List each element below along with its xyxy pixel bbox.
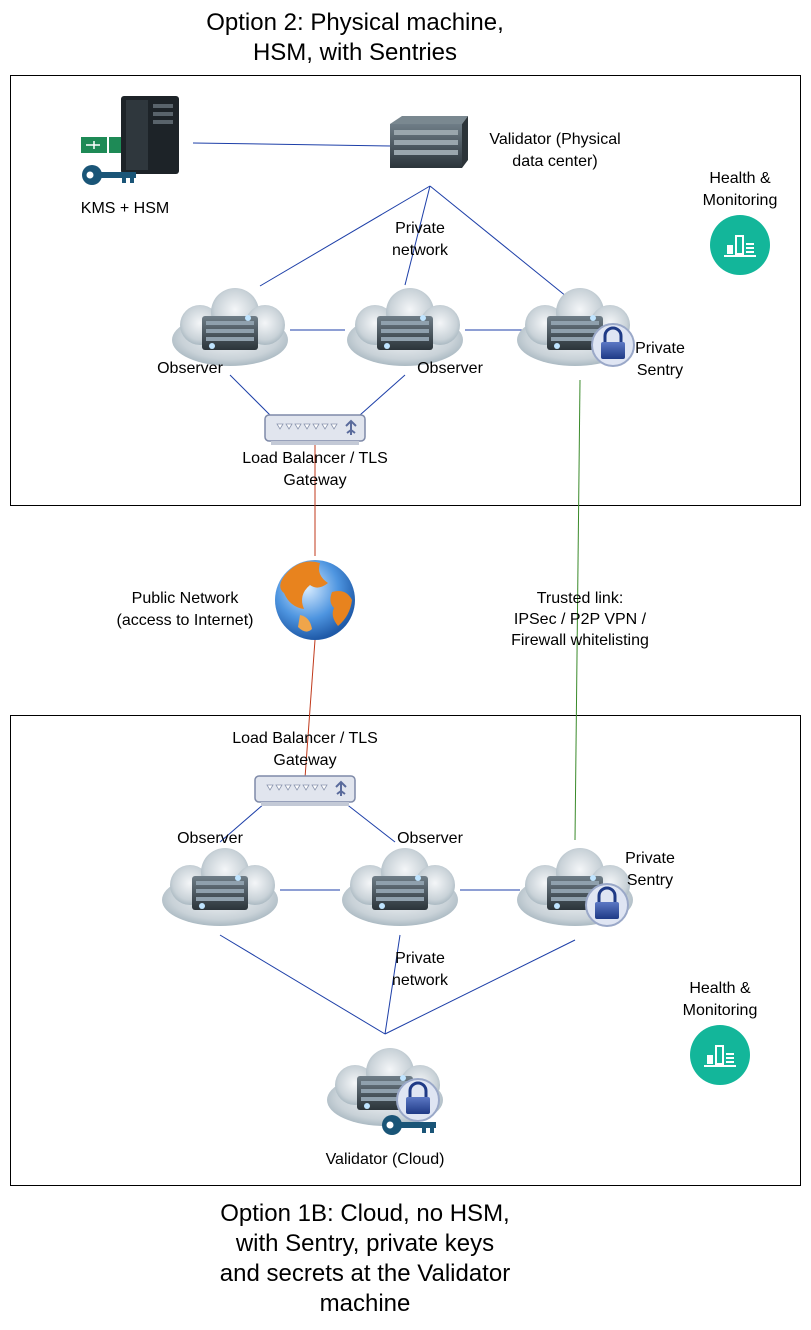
load-balancer-icon: [264, 414, 366, 446]
option1b-title-line3: and secrets at the Validator: [219, 1260, 511, 1287]
link-public-bottom: [304, 639, 316, 779]
kms-tower-icon: [121, 96, 179, 174]
load-balancer-label: Gateway: [273, 752, 337, 769]
validator-cloud-label: Validator (Cloud): [325, 1151, 445, 1168]
health-label: Monitoring: [702, 192, 778, 209]
link-trusted: [574, 379, 581, 841]
health-label: Health &: [709, 170, 771, 187]
option2-title-line1: Option 2: Physical machine,: [206, 9, 504, 36]
private-network-label: Private: [395, 950, 445, 967]
option1b-frame: [10, 715, 801, 1186]
observer-cloud-icon: [162, 848, 278, 926]
link-top-observer-lb-left: [229, 374, 271, 416]
option2-title-line2: HSM, with Sentries: [252, 39, 458, 66]
validator-label-line2: data center): [512, 153, 598, 170]
observer-cloud-icon: [172, 288, 288, 366]
link-validator-observer-left: [259, 185, 431, 287]
observer-cloud-icon: [342, 848, 458, 926]
option1b-title-line1: Option 1B: Cloud, no HSM,: [220, 1200, 510, 1227]
health-monitoring-icon: [689, 1024, 751, 1086]
health-monitoring-icon: [709, 214, 771, 276]
private-network-label: network: [391, 972, 449, 989]
lock-icon: [395, 1077, 441, 1123]
usb-hsm-icon: [81, 137, 121, 153]
health-label: Monitoring: [682, 1002, 758, 1019]
public-network-label: (access to Internet): [116, 612, 254, 629]
link-kms-validator: [192, 142, 393, 147]
load-balancer-icon: [254, 775, 356, 807]
link-validator-sentry: [429, 185, 578, 306]
kms-label: KMS + HSM: [80, 200, 170, 217]
sentry-label: Sentry: [636, 362, 684, 379]
observer-label: Observer: [417, 360, 483, 377]
validator-label-line1: Validator (Physical: [489, 131, 621, 148]
private-network-label: Private: [395, 220, 445, 237]
trusted-link-label: Firewall whitelisting: [511, 632, 649, 649]
public-network-label: Public Network: [131, 590, 239, 607]
trusted-link-label: IPSec / P2P VPN /: [513, 611, 647, 628]
link-observer-left-validator: [219, 934, 386, 1035]
link-sentry-validator: [384, 939, 576, 1035]
link-validator-observer-right: [404, 185, 431, 286]
observer-cloud-icon: [347, 288, 463, 366]
private-network-label: network: [391, 242, 449, 259]
validator-server-icon: [390, 116, 468, 168]
link-top-observer-lb-right: [359, 374, 406, 416]
load-balancer-label: Load Balancer / TLS: [232, 730, 378, 747]
observer-label: Observer: [397, 830, 463, 847]
option1b-title-line2: with Sentry, private keys: [235, 1230, 495, 1257]
link-observer-right-validator: [384, 934, 401, 1035]
globe-icon: [275, 560, 355, 640]
sentry-label: Private: [625, 850, 675, 867]
health-label: Health &: [689, 980, 751, 997]
observer-label: Observer: [157, 360, 223, 377]
trusted-link-label: Trusted link:: [536, 590, 624, 607]
link-bottom-lb-observer-left: [219, 802, 266, 843]
option2-frame: [10, 75, 801, 506]
sentry-label: Private: [635, 340, 685, 357]
option1b-title-line4: machine: [319, 1290, 411, 1317]
observer-label: Observer: [177, 830, 243, 847]
load-balancer-label: Load Balancer / TLS: [242, 450, 388, 467]
load-balancer-label: Gateway: [283, 472, 347, 489]
link-bottom-lb-observer-right: [344, 802, 396, 843]
sentry-label: Sentry: [626, 872, 674, 889]
